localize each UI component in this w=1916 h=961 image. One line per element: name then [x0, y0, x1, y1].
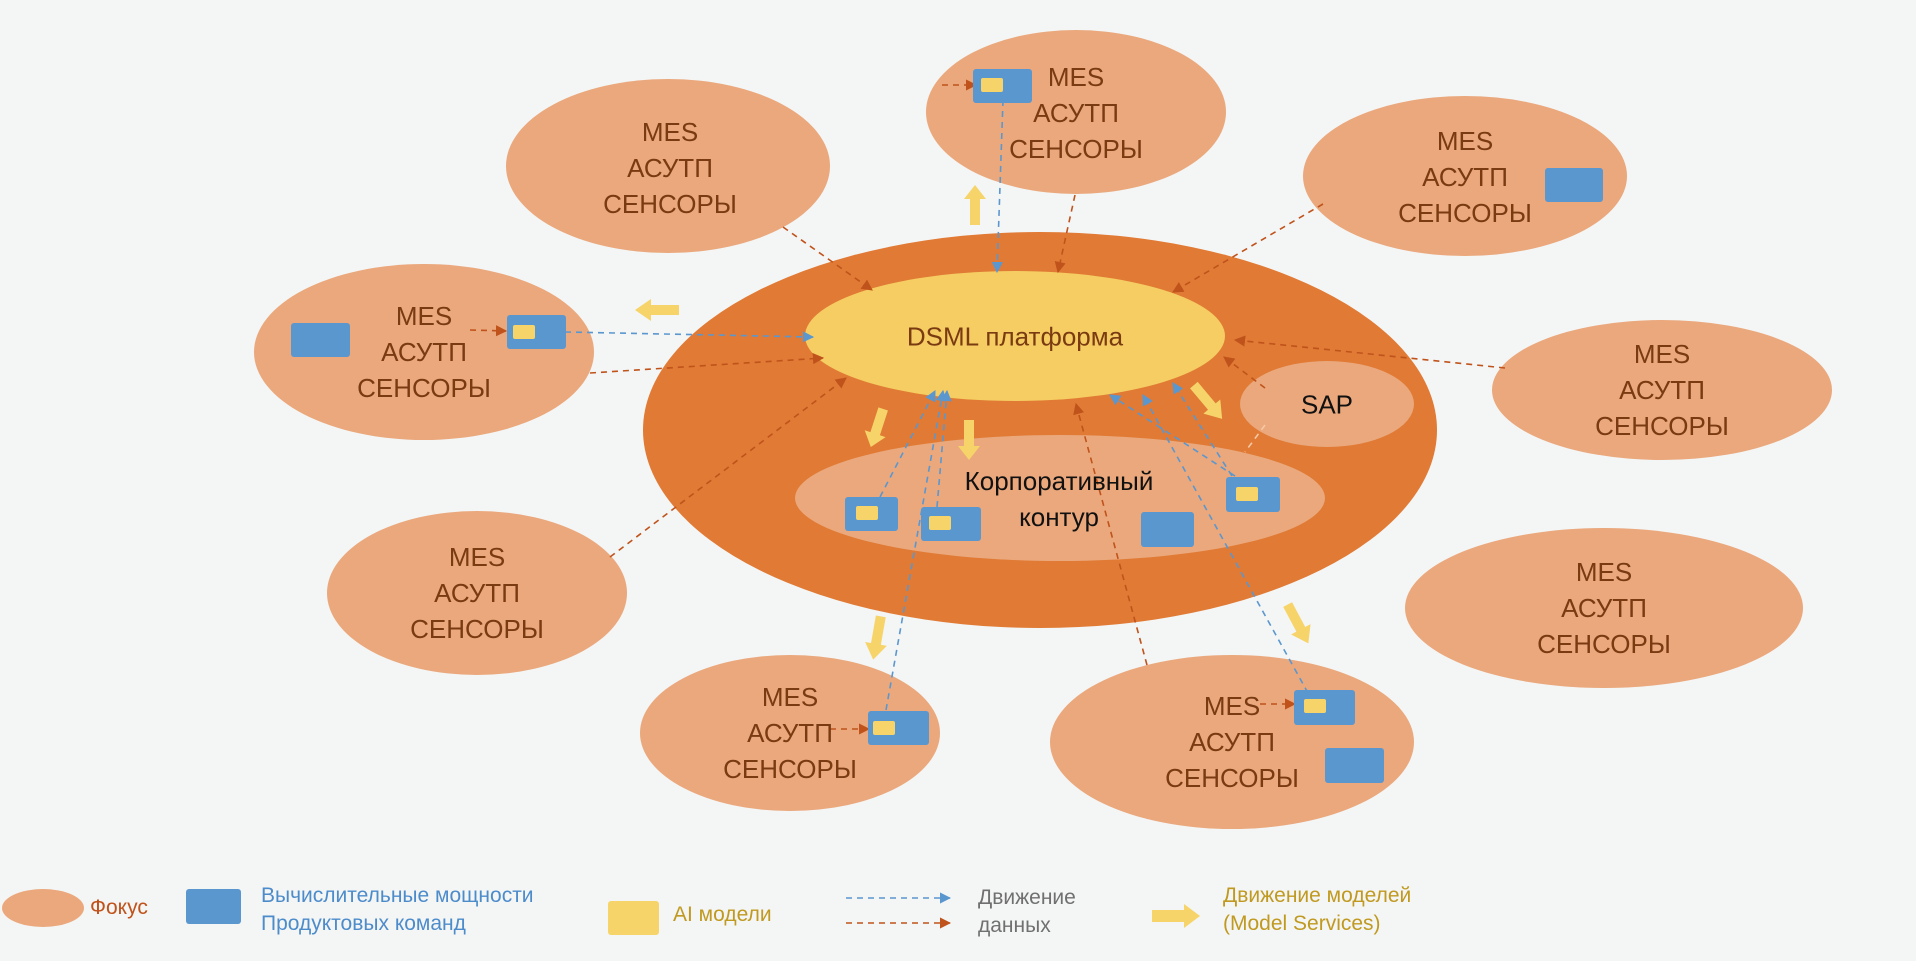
- compute-boxes: [291, 69, 1603, 783]
- compute-box: [1325, 748, 1384, 783]
- focus-ellipse-6: [327, 511, 627, 675]
- focus-ellipse-4: [254, 264, 594, 440]
- model-arrow: [865, 615, 887, 660]
- ai-model: [981, 78, 1003, 92]
- model-arrow: [1283, 602, 1311, 644]
- compute-box: [507, 315, 566, 349]
- ai-model: [1304, 699, 1326, 713]
- flow-o-5: [1233, 335, 1506, 369]
- flow-b-8: [1172, 382, 1233, 477]
- ai-model: [929, 516, 951, 530]
- focus-ellipse-3: [1303, 96, 1627, 256]
- focus-ellipse-1: [506, 79, 830, 253]
- legend-compute-swatch: [186, 889, 241, 924]
- blue-data-flows: [564, 99, 1309, 711]
- model-arrow: [864, 407, 888, 448]
- flow-o-6: [1223, 356, 1266, 389]
- flow-o-7: [609, 377, 847, 558]
- compute-box: [1141, 512, 1194, 547]
- model-arrow: [1190, 381, 1223, 419]
- flow-b-3: [879, 390, 936, 498]
- model-arrows: [635, 185, 1311, 660]
- corporate-contour-label: Корпоративный контур: [964, 466, 1154, 532]
- orange-data-flows: [469, 79, 1506, 735]
- ai-model: [513, 325, 535, 339]
- flow-b-4: [936, 389, 952, 508]
- flow-b-1: [991, 99, 1004, 274]
- ai-model: [856, 506, 878, 520]
- focus-ellipse-5: [1492, 320, 1832, 460]
- flow-b-7: [1142, 394, 1309, 694]
- compute-box: [868, 711, 929, 745]
- sap-label: SAP: [1300, 389, 1354, 420]
- ai-model: [1236, 487, 1258, 501]
- flow-o-2: [1054, 194, 1076, 274]
- flow-b-6: [1109, 394, 1236, 477]
- compute-box: [1545, 168, 1603, 202]
- model-arrow: [958, 420, 980, 460]
- flow-b-2: [564, 331, 815, 343]
- legend-model-flow-label: Движение моделей(Model Services): [1223, 884, 1412, 935]
- model-arrow: [964, 185, 986, 225]
- legend-focus-label: Фокус: [90, 896, 148, 919]
- model-arrow: [635, 299, 679, 321]
- dsml-platform: [805, 271, 1225, 401]
- focus-ellipse-8: [640, 655, 940, 811]
- focus-ellipse-7: [1405, 528, 1803, 688]
- flow-o-4: [589, 353, 825, 374]
- legend-focus-swatch: [2, 889, 84, 927]
- legend-ai-swatch: [608, 901, 659, 935]
- compute-box: [291, 323, 350, 357]
- flow-sap-to-corp: [1244, 424, 1266, 453]
- flow-o-8: [1073, 402, 1148, 666]
- dsml-platform-label: DSML платформа: [906, 321, 1124, 352]
- flow-o-1: [782, 226, 873, 291]
- sap-ellipse: [1240, 361, 1414, 447]
- flow-o-3: [1172, 203, 1324, 293]
- legend-model-arrow: [1152, 904, 1200, 928]
- ai-model: [873, 721, 895, 735]
- legend-ai-label: AI модели: [673, 903, 772, 926]
